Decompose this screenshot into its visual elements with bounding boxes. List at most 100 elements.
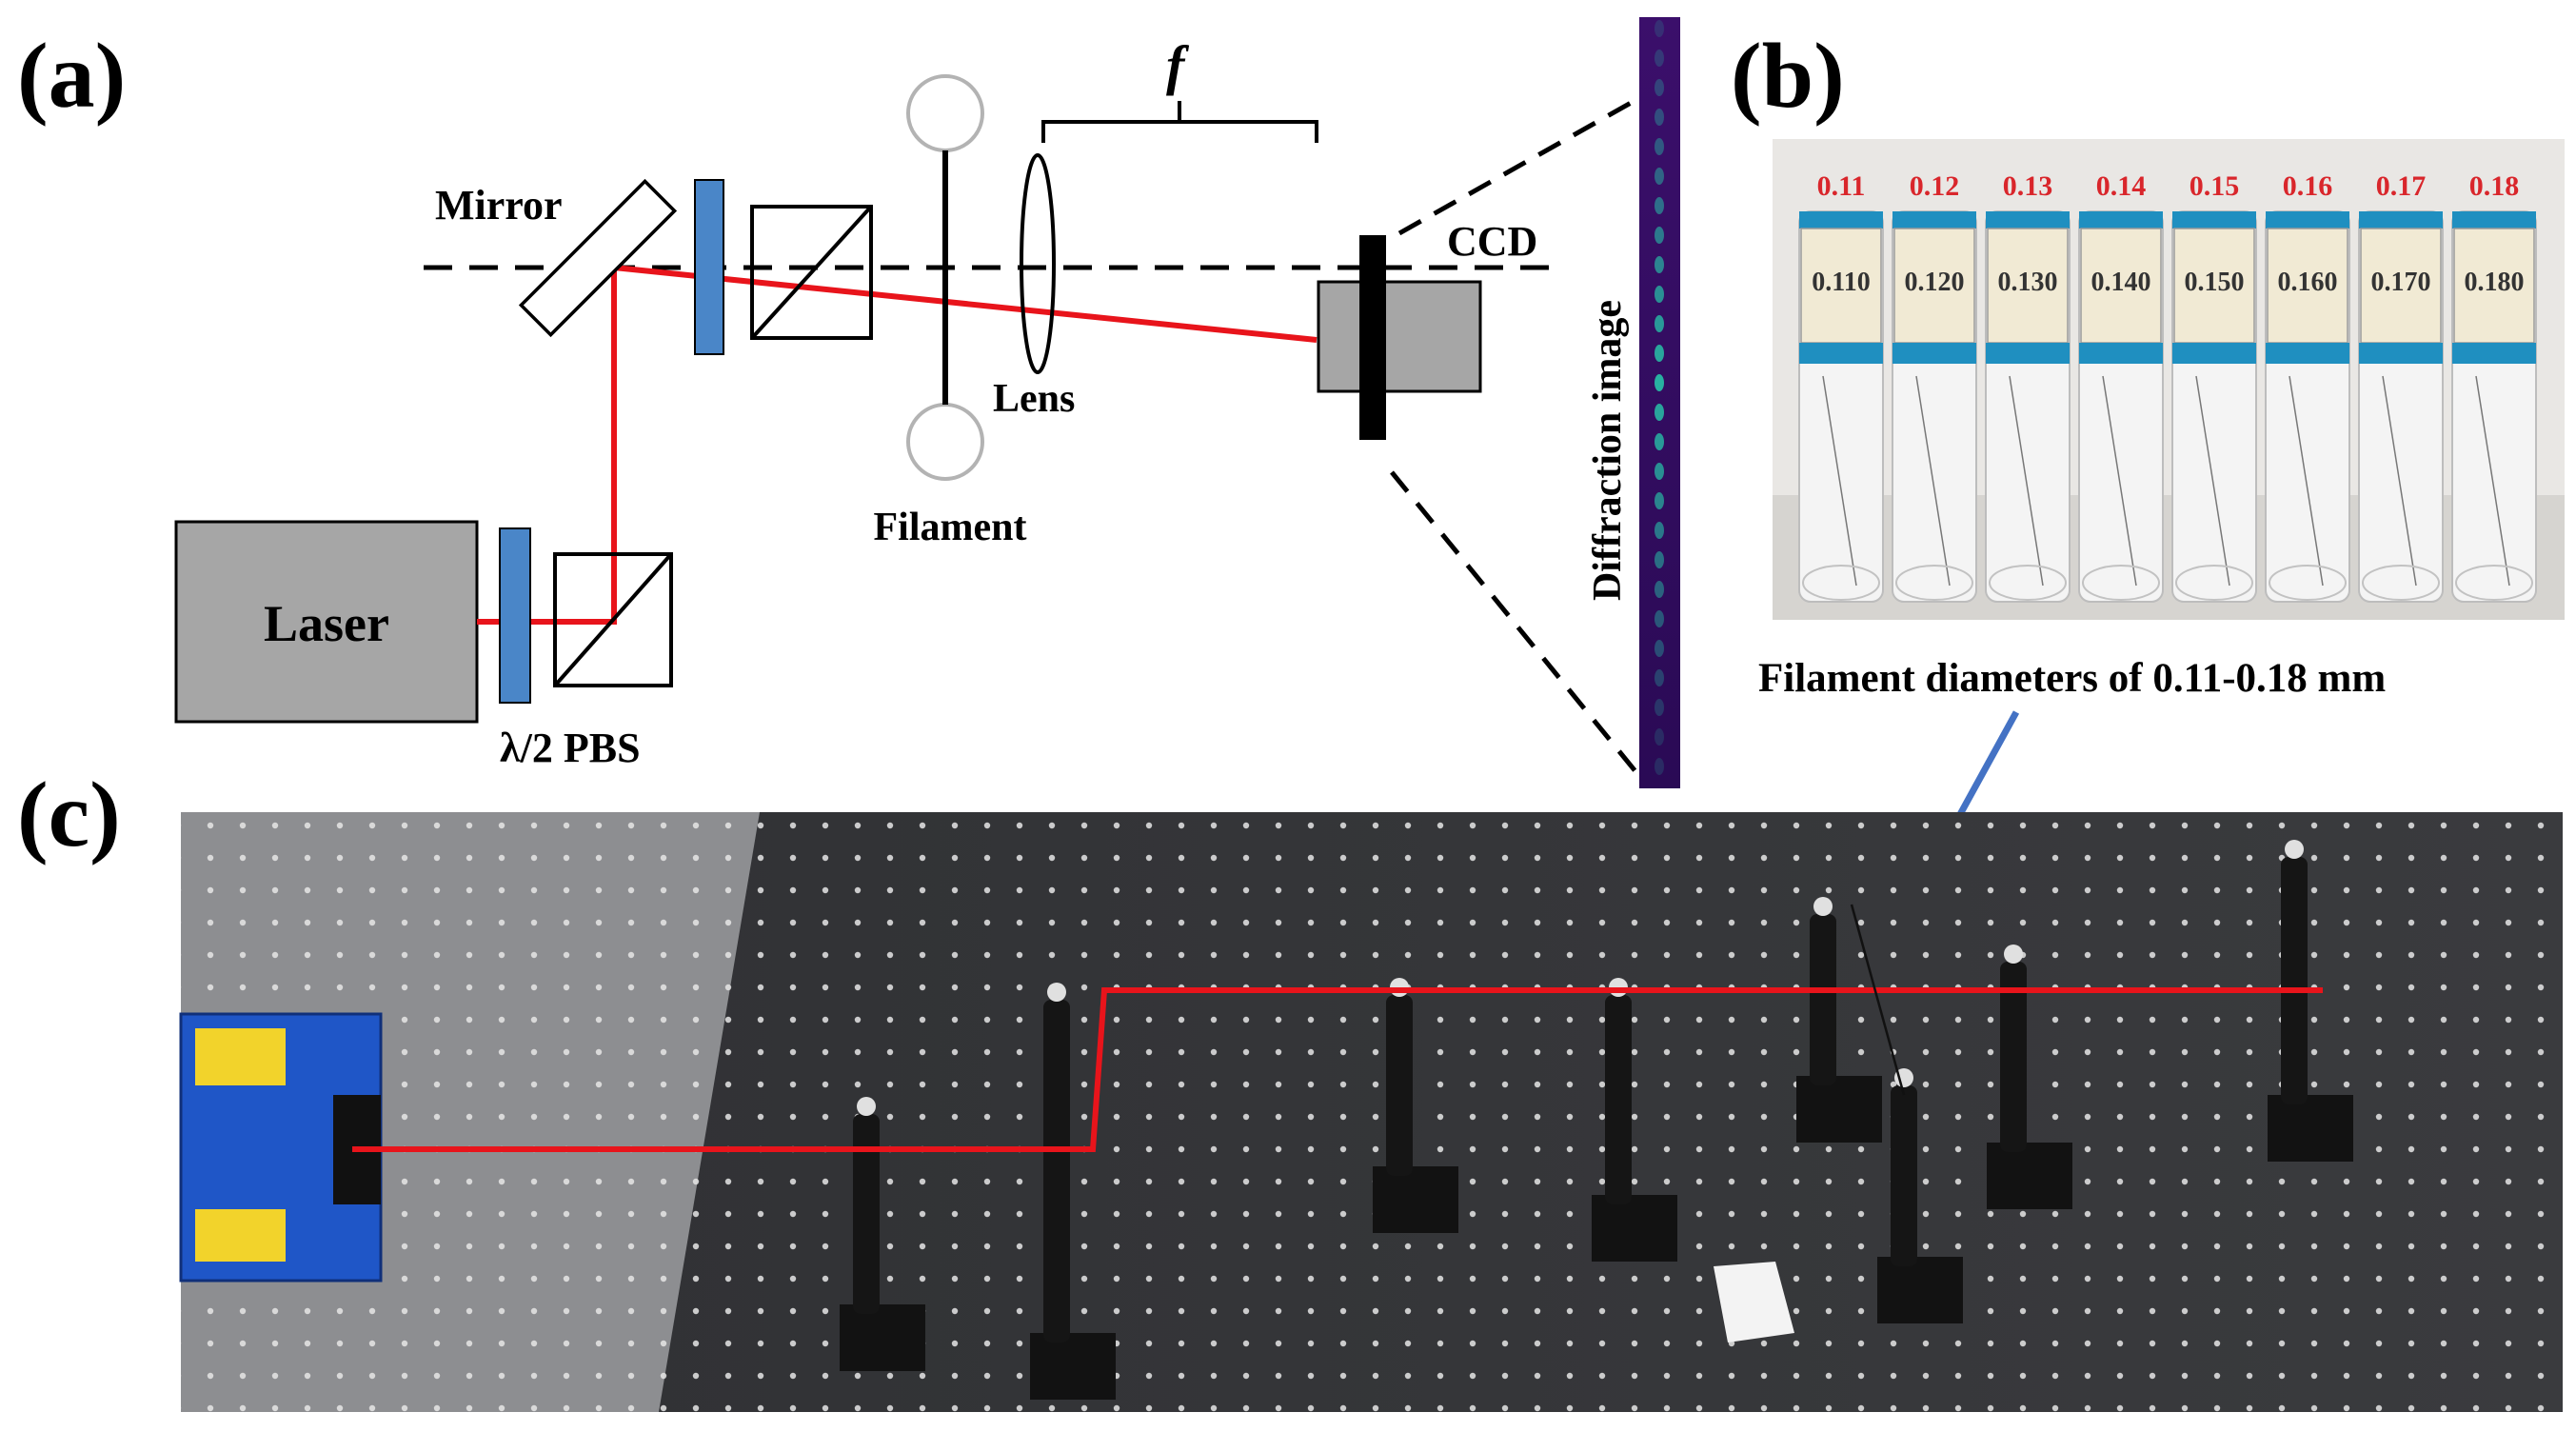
diffraction-fringe <box>1655 758 1664 775</box>
diffraction-fringe <box>1655 20 1664 37</box>
tube-filament <box>1822 375 1857 587</box>
mount-post <box>1386 995 1413 1176</box>
optical-mount <box>1877 1068 1963 1323</box>
tube-band-bottom <box>2079 343 2163 364</box>
optical-mount <box>1030 983 1116 1400</box>
tube-top-label: 0.18 <box>2469 170 2520 202</box>
tube-band-bottom <box>1892 343 1976 364</box>
mount-post <box>853 1114 880 1314</box>
tube-base <box>2175 565 2253 601</box>
optical-mount <box>1373 978 1458 1233</box>
diffraction-fringe <box>1655 227 1664 244</box>
diffraction-fringe <box>1655 699 1664 716</box>
panel-c: (c) <box>17 764 2563 1412</box>
diffraction-fringe <box>1655 50 1664 67</box>
mount-base <box>1373 1166 1458 1233</box>
diffraction-fringe <box>1655 109 1664 126</box>
mount-cap <box>857 1097 876 1116</box>
tube-filament <box>2195 375 2230 587</box>
mount-base <box>1030 1333 1116 1400</box>
diffraction-fringe <box>1655 286 1664 303</box>
tube-band-top <box>1892 211 1976 229</box>
tube-band-top <box>1986 211 2070 229</box>
mount-base <box>1796 1076 1882 1143</box>
panel-b-label: (b) <box>1731 25 1845 128</box>
tube-tag-label: 0.160 <box>2278 268 2338 297</box>
tube-base <box>2455 565 2533 601</box>
mount-cap <box>2285 840 2304 859</box>
optical-mount <box>840 1097 925 1371</box>
filament-wire <box>1850 904 1906 1096</box>
diffraction-fringe <box>1655 610 1664 627</box>
diffraction-fringe <box>1655 551 1664 568</box>
tube-base <box>1802 565 1880 601</box>
panel-c-label: (c) <box>17 764 121 866</box>
tubes-photo-shadow <box>1773 495 2565 620</box>
tube-tag <box>2267 228 2348 344</box>
mount-cap <box>1813 897 1833 916</box>
mirror-label: Mirror <box>435 182 563 229</box>
ccd-body <box>1317 280 1482 393</box>
tube-band-bottom <box>2266 343 2349 364</box>
laser-beam <box>477 264 1318 625</box>
tube-tag-label: 0.170 <box>2371 268 2431 297</box>
tube-band-bottom <box>2452 343 2536 364</box>
mount-post <box>1810 914 1836 1085</box>
mirror <box>518 178 678 338</box>
tube-tag-label: 0.130 <box>1998 268 2058 297</box>
tube-tag-label: 0.150 <box>2185 268 2245 297</box>
tube: 0.150.150 <box>2171 170 2257 603</box>
optics-label: λ/2 PBS <box>500 725 641 771</box>
mount-post <box>1043 1000 1070 1342</box>
diffraction-image <box>1639 17 1680 788</box>
focal-label: f <box>1166 34 1190 96</box>
mount-base <box>1592 1195 1677 1262</box>
mount-post <box>2000 962 2027 1152</box>
focal-bracket <box>1041 120 1318 143</box>
tube: 0.180.180 <box>2451 170 2537 603</box>
mount-base <box>2268 1095 2353 1162</box>
tube-band-top <box>2452 211 2536 229</box>
tube-base <box>2269 565 2347 601</box>
tube-band-bottom <box>2359 343 2443 364</box>
tube-band-top <box>2079 211 2163 229</box>
panel-a-label: (a) <box>17 25 126 128</box>
tube-tag <box>1893 228 1975 344</box>
diffraction-fringe <box>1655 404 1664 421</box>
tube-top-label: 0.11 <box>1817 170 1866 202</box>
diffraction-fringe <box>1655 256 1664 273</box>
diffraction-fringe <box>1655 79 1664 96</box>
filament-diameters-caption: Filament diameters of 0.11-0.18 mm <box>1758 656 2386 701</box>
waveplate-lower <box>499 527 531 704</box>
diffraction-fringe <box>1655 138 1664 155</box>
diffraction-fringe <box>1655 522 1664 539</box>
optical-mounts <box>840 840 2353 1400</box>
mount-post <box>1605 995 1632 1204</box>
diffraction-fringe <box>1655 492 1664 509</box>
mount-cap <box>1894 1068 1913 1087</box>
tube: 0.170.170 <box>2358 170 2444 603</box>
tube: 0.110.110 <box>1798 170 1884 603</box>
diffraction-fringe <box>1655 463 1664 480</box>
tube-band-bottom <box>2172 343 2256 364</box>
tube: 0.160.160 <box>2265 170 2350 603</box>
lens-label: Lens <box>993 377 1075 421</box>
filament-holder-bottom <box>906 403 984 481</box>
laser-warning-label-top <box>195 1028 286 1085</box>
tube-tag-label: 0.120 <box>1905 268 1965 297</box>
diffraction-fringe <box>1655 374 1664 391</box>
diffraction-fringe <box>1655 581 1664 598</box>
tube-base <box>1989 565 2067 601</box>
tube-top-label: 0.12 <box>1910 170 1960 202</box>
tube: 0.140.140 <box>2078 170 2164 603</box>
filament-holder-top <box>906 74 984 152</box>
tube-base <box>2082 565 2160 601</box>
diffraction-fringe <box>1655 728 1664 746</box>
panel-a: (a) Laser λ/2 PBS Mirror Filament Lens <box>17 17 1680 788</box>
mount-cap <box>1047 983 1066 1002</box>
paper-note <box>1714 1262 1794 1342</box>
pbs-upper <box>750 205 873 340</box>
tube-band-top <box>2359 211 2443 229</box>
mount-base <box>840 1304 925 1371</box>
